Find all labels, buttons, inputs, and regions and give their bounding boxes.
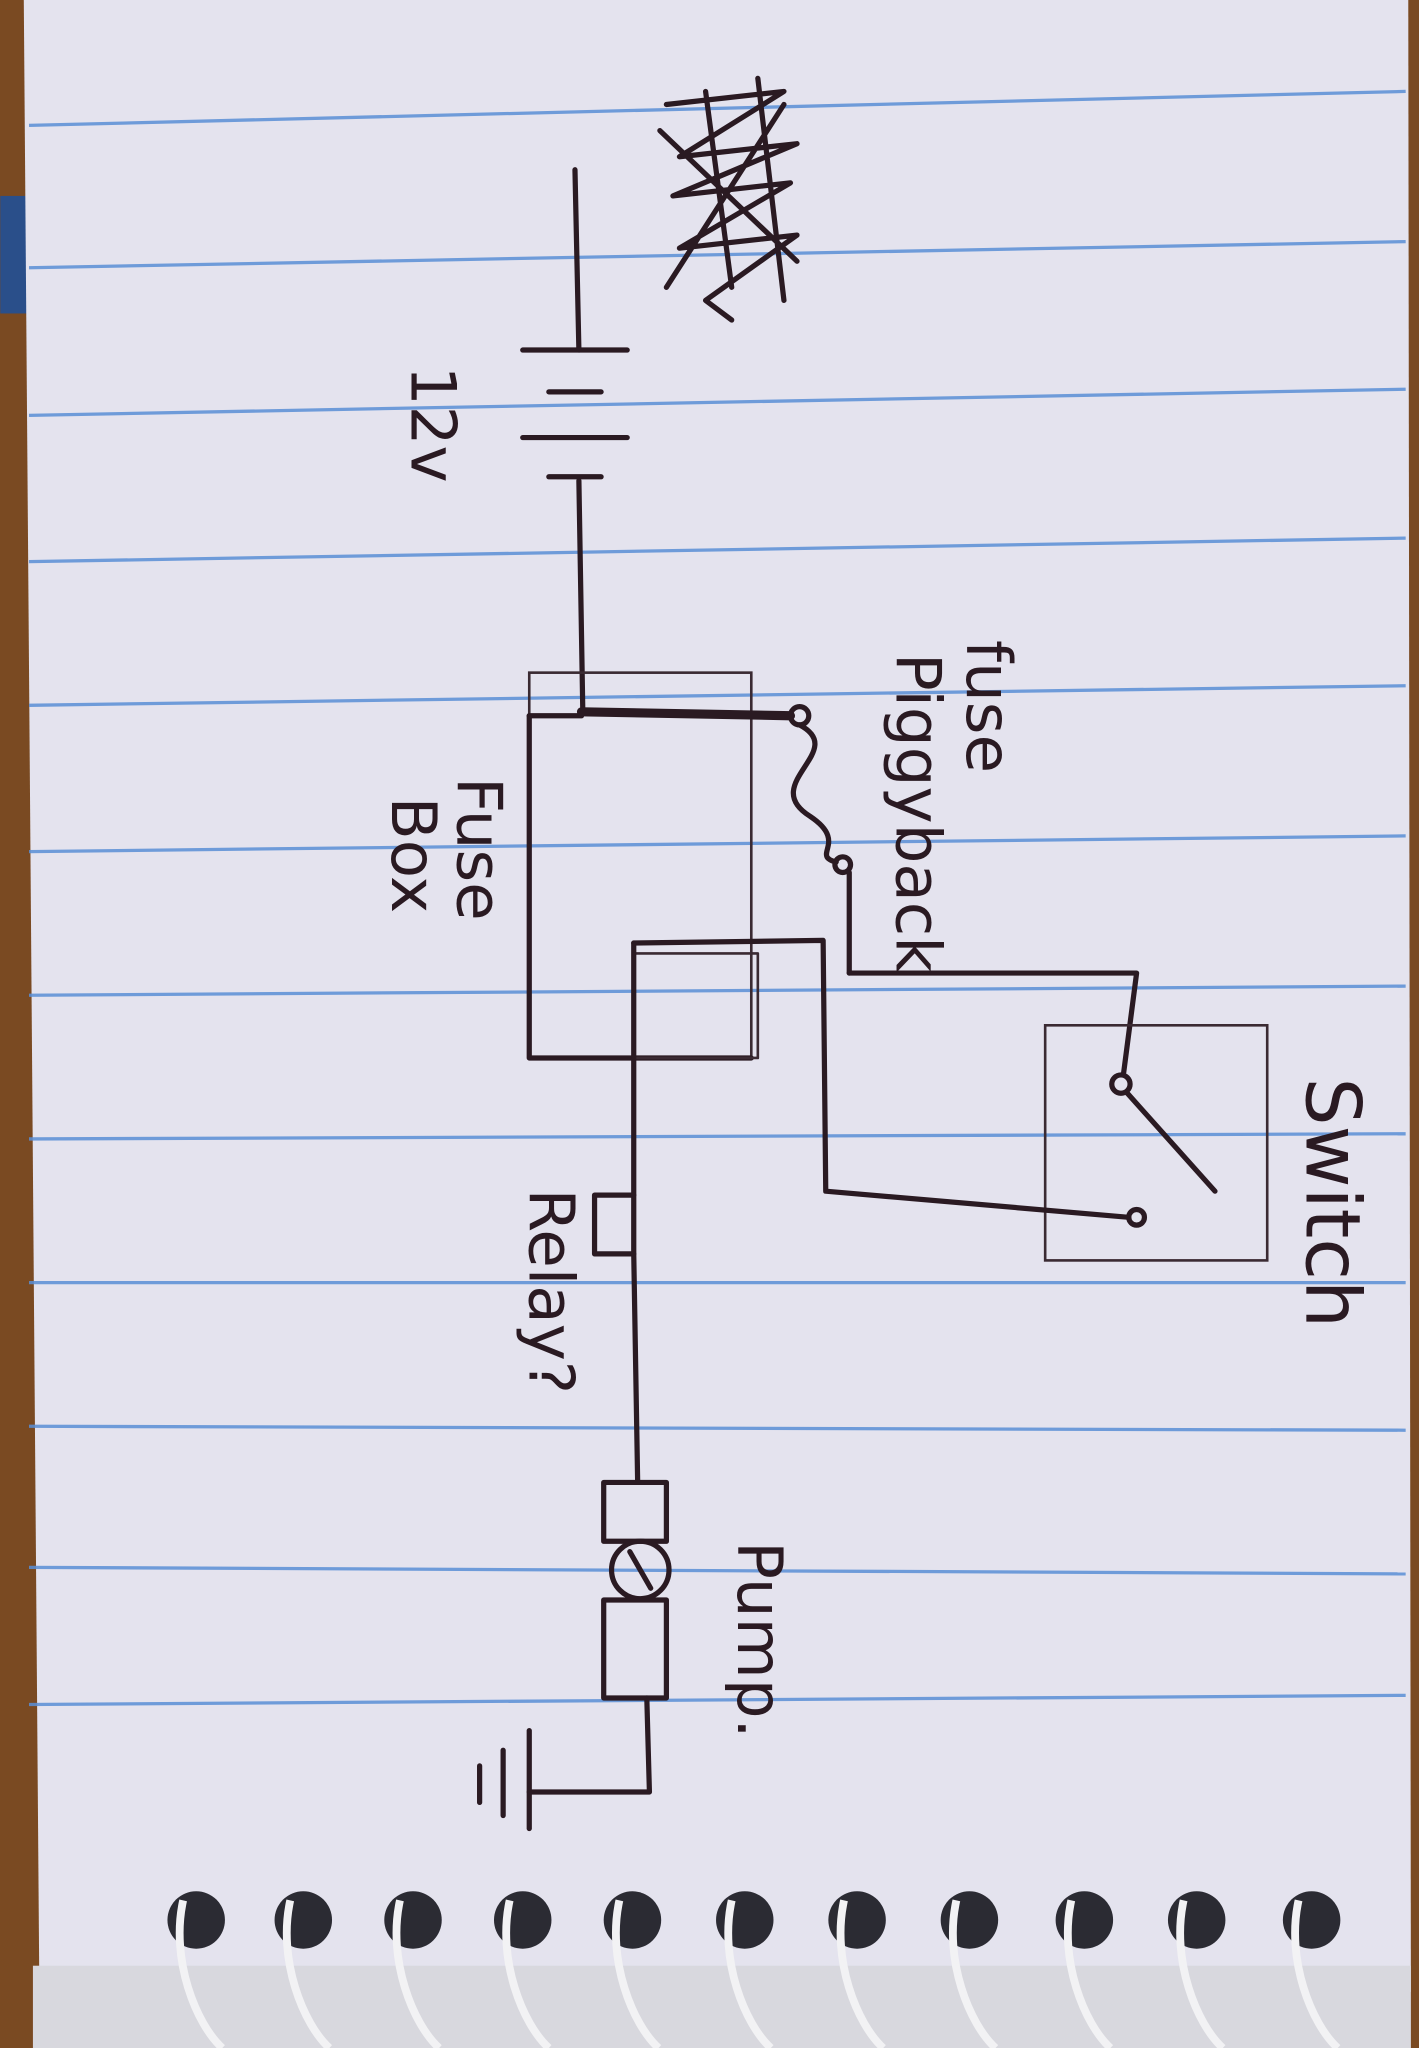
fuse-box-label-line2: Box [377, 797, 450, 914]
fuse-box-label: Fuse [442, 777, 515, 921]
spiral-binding [32, 1891, 1411, 2048]
pump-label: Pump. [723, 1541, 796, 1738]
ground-symbol [477, 1727, 532, 1832]
switch-label: Switch [1288, 1078, 1376, 1328]
fuse-piggyback-label: fuse [952, 640, 1025, 773]
pump-motor-symbol [526, 1479, 672, 1795]
paper-sheet [23, 0, 1411, 2005]
switch-symbol [631, 937, 1269, 1262]
relay-label: Relay? [514, 1189, 587, 1395]
fuse-piggyback-label-line2: Piggyback [881, 653, 954, 973]
fuse-piggyback-symbol [576, 704, 854, 976]
scribbled-out-text [657, 75, 800, 323]
battery-voltage-label: 12v [397, 366, 470, 483]
ruled-lines [28, 89, 1406, 1707]
relay-symbol [591, 940, 760, 1486]
blue-notebook-edge [0, 195, 30, 314]
